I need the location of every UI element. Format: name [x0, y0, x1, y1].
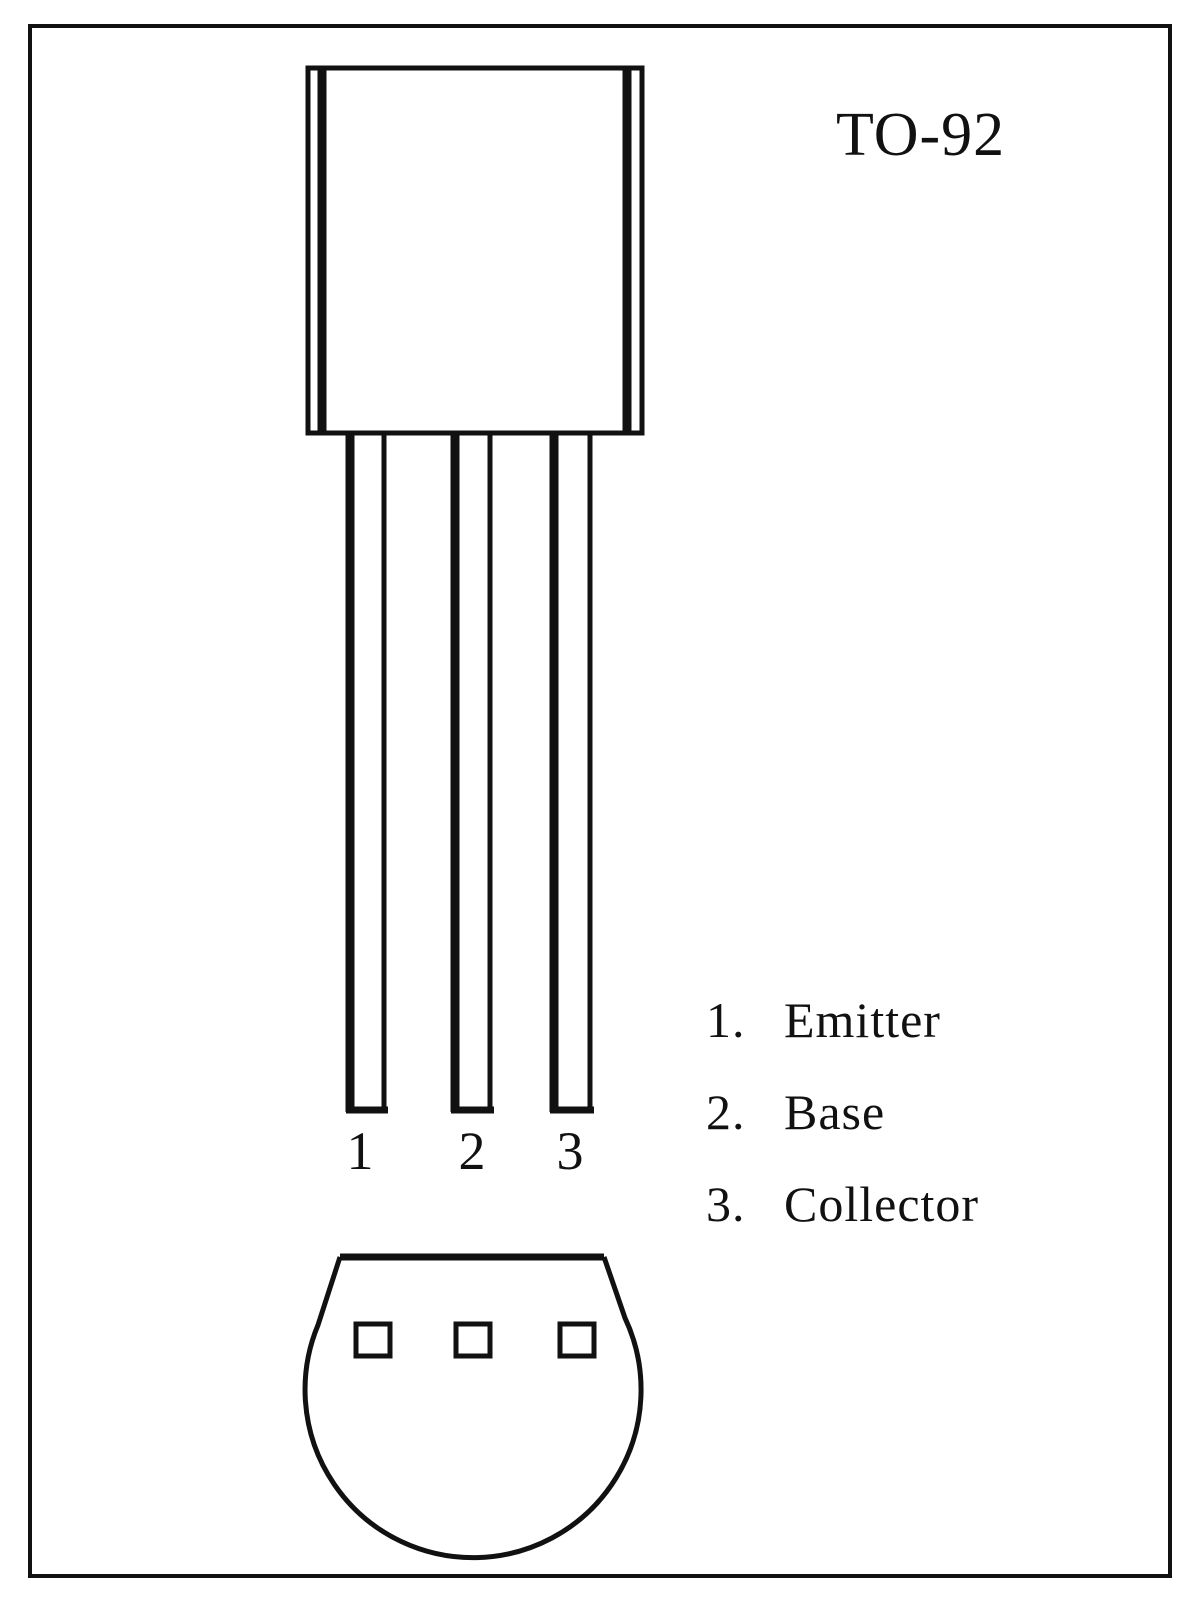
legend-label: Emitter [784, 992, 941, 1048]
pin-pad-1 [353, 1321, 393, 1359]
pin-legend: 1. Emitter 2. Base 3. Collector [706, 990, 979, 1266]
legend-index: 1. [706, 992, 746, 1048]
legend-item: 3. Collector [706, 1174, 979, 1266]
body-outline [305, 65, 645, 436]
diagram-border [28, 24, 1172, 1578]
pin-pad-3 [557, 1321, 597, 1359]
legend-index: 2. [706, 1084, 746, 1140]
legend-label: Collector [784, 1176, 980, 1232]
transistor-body [305, 65, 645, 436]
lead-2 [450, 433, 494, 1114]
legend-label: Base [784, 1084, 886, 1140]
lead-3 [549, 433, 594, 1114]
bottom-view [302, 1253, 644, 1561]
legend-item: 1. Emitter [706, 990, 979, 1082]
pin-number-2: 2 [458, 1121, 486, 1181]
pin-number-3: 3 [556, 1121, 584, 1181]
pin-number-1: 1 [346, 1121, 374, 1181]
legend-index: 3. [706, 1176, 746, 1232]
package-title: TO-92 [836, 101, 1006, 169]
bottom-view-outline [302, 1256, 644, 1561]
legend-item: 2. Base [706, 1082, 979, 1174]
lead-1 [345, 433, 388, 1114]
transistor-leads [345, 433, 594, 1114]
pin-pad-2 [453, 1321, 493, 1359]
